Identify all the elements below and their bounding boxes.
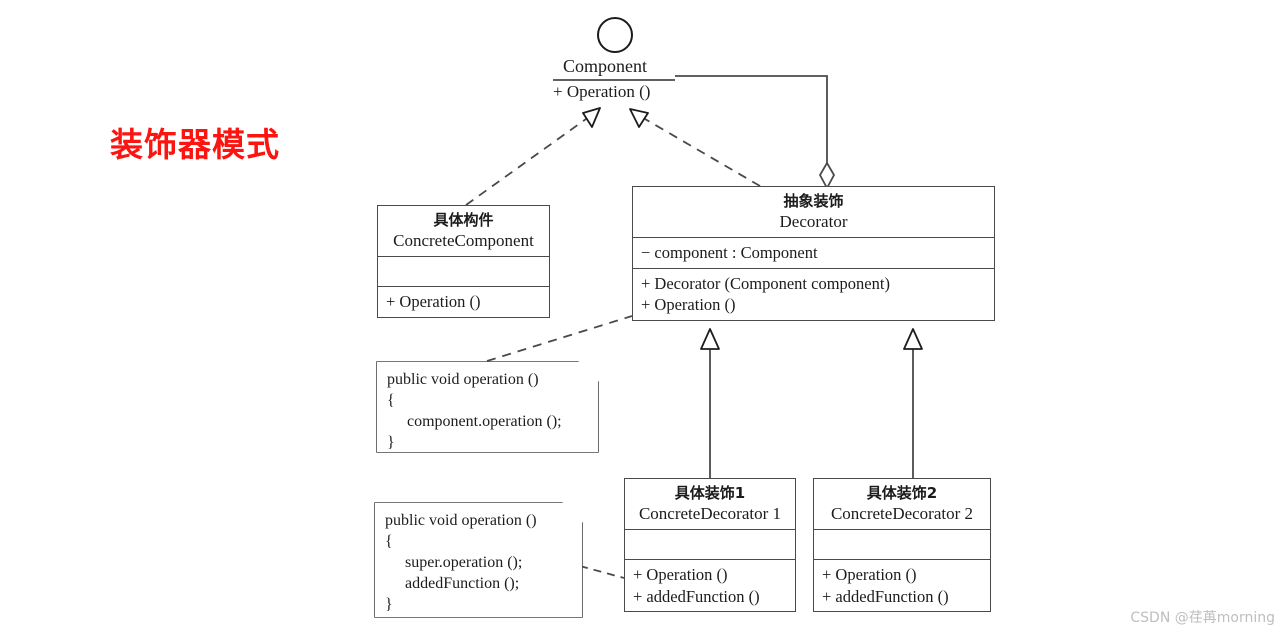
aggregation-line-component-decorator: [675, 75, 828, 163]
operation-item: + addedFunction (): [633, 586, 760, 606]
note-concrete-decorator-operation: public void operation () { super.operati…: [375, 503, 582, 617]
class-attributes-concrete-decorator-1: [625, 530, 795, 561]
note-line: {: [387, 392, 395, 410]
operation-item: + Operation (): [386, 292, 481, 312]
operation-item: + Operation (): [822, 565, 917, 585]
note-line: }: [385, 596, 393, 614]
class-box-concrete-decorator-1[interactable]: 具体装饰1 ConcreteDecorator 1 + Operation ()…: [624, 478, 796, 613]
class-header-concrete-decorator-1: 具体装饰1 ConcreteDecorator 1: [625, 479, 795, 531]
operation-item: + Operation (): [633, 565, 728, 585]
realization-arrowhead-decorator: [629, 108, 649, 128]
interface-name: Component: [563, 56, 647, 76]
class-operations-concrete-decorator-2: + Operation () + addedFunction (): [814, 560, 990, 611]
class-name-cn: 具体装饰2: [866, 484, 938, 502]
note-line: {: [385, 533, 393, 551]
class-box-concrete-decorator-2[interactable]: 具体装饰2 ConcreteDecorator 2 + Operation ()…: [813, 478, 991, 613]
class-name-en: ConcreteComponent: [393, 231, 534, 251]
operation-item: + Operation (): [641, 295, 736, 315]
watermark: CSDN @荏苒morning: [1130, 610, 1275, 626]
page-title: 装饰器模式: [110, 125, 280, 164]
class-header-concrete-component: 具体构件 ConcreteComponent: [378, 206, 549, 258]
class-name-en: ConcreteDecorator 1: [638, 504, 782, 524]
class-attributes-decorator: − component : Component: [633, 238, 994, 269]
realization-line-concretecomponent: [465, 118, 587, 206]
class-name-cn: 具体装饰1: [674, 484, 746, 502]
class-attributes-concrete-decorator-2: [814, 530, 990, 561]
class-name-en: ConcreteDecorator 2: [830, 504, 974, 524]
realization-arrowhead-concretecomponent: [582, 107, 601, 128]
class-box-concrete-component[interactable]: 具体构件 ConcreteComponent + Operation (): [377, 205, 550, 318]
realization-line-decorator: [644, 118, 761, 187]
note-line: component.operation ();: [407, 413, 562, 431]
note-text-block: public void operation () { component.ope…: [387, 369, 592, 453]
class-operations-decorator: + Decorator (Component component) + Oper…: [633, 269, 994, 320]
note-line: public void operation (): [387, 371, 539, 388]
class-name-cn: 具体构件: [433, 211, 494, 229]
class-attributes-concrete-component: [378, 257, 549, 288]
note-line: public void operation (): [385, 512, 537, 529]
generalization-arrowhead-concretedecorator-1: [700, 328, 720, 350]
aggregation-diamond: [818, 161, 836, 190]
interface-operation: + Operation (): [553, 82, 651, 101]
note-text-block: public void operation () { super.operati…: [385, 510, 576, 616]
interface-lollipop-icon: [597, 17, 633, 53]
note-link-concretedecorator-1: [579, 565, 625, 579]
class-name-en: Decorator: [779, 212, 848, 232]
class-operations-concrete-component: + Operation (): [378, 287, 549, 316]
operation-item: + Decorator (Component component): [641, 273, 890, 293]
note-line: }: [387, 434, 395, 452]
class-header-decorator: 抽象装饰 Decorator: [633, 187, 994, 239]
operation-item: + addedFunction (): [822, 586, 949, 606]
note-line: addedFunction ();: [405, 575, 520, 593]
attribute-item: − component : Component: [641, 243, 818, 263]
note-decorator-operation: public void operation () { component.ope…: [377, 362, 598, 452]
class-operations-concrete-decorator-1: + Operation () + addedFunction (): [625, 560, 795, 611]
note-line: super.operation ();: [405, 554, 523, 572]
class-header-concrete-decorator-2: 具体装饰2 ConcreteDecorator 2: [814, 479, 990, 531]
generalization-arrowhead-concretedecorator-2: [903, 328, 923, 350]
class-box-decorator[interactable]: 抽象装饰 Decorator − component : Component +…: [632, 186, 995, 321]
class-name-cn: 抽象装饰: [783, 192, 844, 210]
note-link-decorator: [486, 315, 633, 362]
